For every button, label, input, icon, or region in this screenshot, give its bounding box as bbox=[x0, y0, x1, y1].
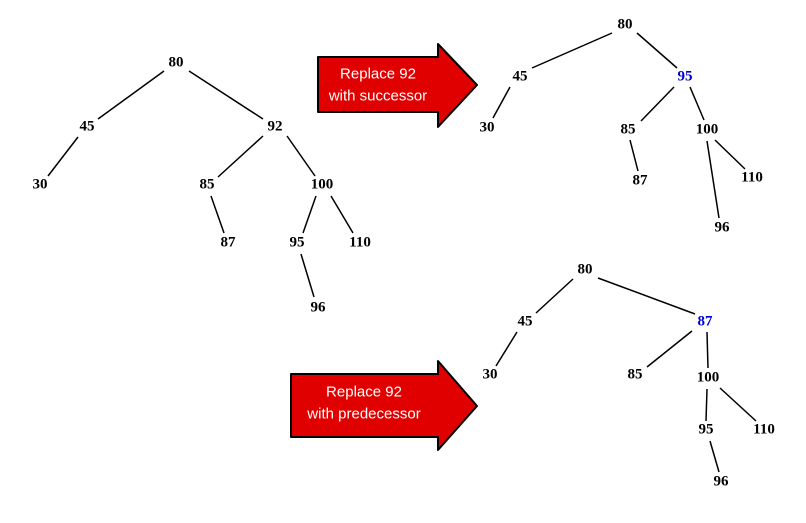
tree-node-80: 80 bbox=[577, 261, 593, 278]
tree-node-92: 92 bbox=[267, 118, 283, 135]
tree-node-95: 95 bbox=[698, 421, 714, 438]
tree-node-85: 85 bbox=[627, 366, 643, 383]
tree-node-30: 30 bbox=[482, 366, 498, 383]
tree-node-110: 110 bbox=[349, 234, 371, 251]
tree-node-95: 95 bbox=[289, 234, 305, 251]
successor-arrow-label-line2: with successor bbox=[328, 87, 428, 105]
tree-node-45: 45 bbox=[517, 313, 533, 330]
tree-node-100: 100 bbox=[695, 121, 719, 138]
tree-node-96: 96 bbox=[310, 299, 326, 316]
tree-node-85: 85 bbox=[620, 121, 636, 138]
tree-node-110: 110 bbox=[753, 421, 775, 438]
tree-node-100: 100 bbox=[310, 176, 334, 193]
successor-arrow-label-line1: Replace 92 bbox=[340, 65, 416, 83]
tree-node-100: 100 bbox=[696, 369, 720, 386]
tree-node-45: 45 bbox=[79, 118, 95, 135]
tree-node-87: 87 bbox=[632, 172, 648, 189]
tree-node-87-replaced: 87 bbox=[697, 313, 713, 330]
tree-node-85: 85 bbox=[199, 176, 215, 193]
tree-node-96: 96 bbox=[714, 219, 730, 236]
tree-node-45: 45 bbox=[512, 68, 528, 85]
tree-node-30: 30 bbox=[479, 119, 495, 136]
tree-node-96: 96 bbox=[713, 473, 729, 490]
tree-node-95-replaced: 95 bbox=[677, 68, 693, 85]
predecessor-arrow-label-line2: with predecessor bbox=[307, 405, 421, 423]
tree-node-87: 87 bbox=[220, 234, 236, 251]
tree-node-110: 110 bbox=[741, 169, 763, 186]
tree-node-80: 80 bbox=[617, 16, 633, 33]
tree-node-30: 30 bbox=[32, 176, 48, 193]
tree-node-80: 80 bbox=[168, 54, 184, 71]
predecessor-arrow-label-line1: Replace 92 bbox=[326, 383, 402, 401]
